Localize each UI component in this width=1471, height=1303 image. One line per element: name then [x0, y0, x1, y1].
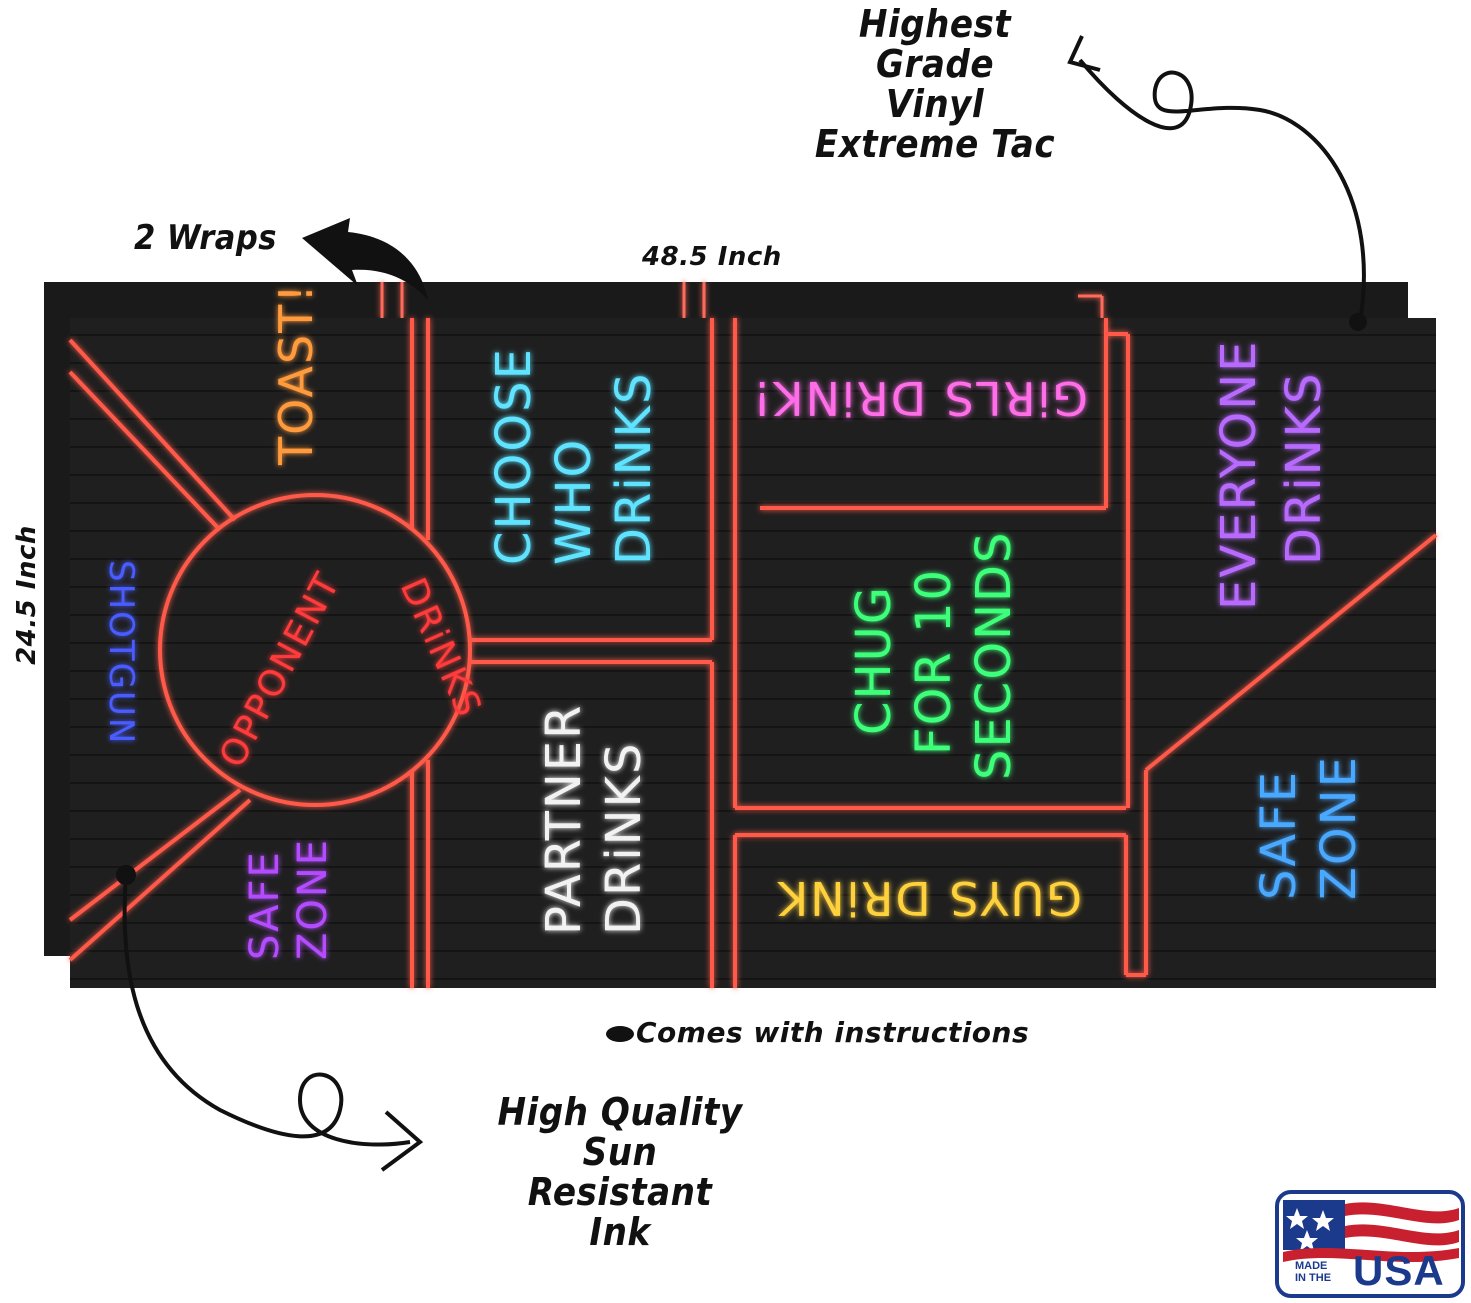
safe-zone-left: SAFE ZONE — [242, 838, 336, 960]
safe-zone-left-line-2: ZONE — [290, 838, 336, 960]
arrows — [116, 35, 1367, 1172]
made-in-line-2: IN THE — [1295, 1272, 1332, 1284]
ink-arrow — [122, 874, 411, 1147]
safe-zone-right: SAFE ZONE — [1251, 755, 1367, 900]
wraps-arrow — [302, 218, 428, 300]
vinyl-callout-line-3: Extreme Tac — [814, 122, 1056, 166]
vinyl-callout-line-1: Highest Grade — [858, 2, 1012, 86]
made-in-usa-badge: MADE IN THE USA — [1275, 1190, 1465, 1298]
usa-flag-icon — [1275, 1190, 1465, 1298]
choose-who-drinks: CHOOSE WHO DRiNKS — [486, 347, 662, 565]
shotgun-label: SHOTGUN — [101, 560, 141, 745]
vinyl-callout-line-2: Vinyl — [885, 82, 985, 126]
made-in-line-1: MADE — [1295, 1260, 1328, 1272]
toast-label: TOAST! — [269, 282, 323, 466]
made-in-text: MADE IN THE — [1295, 1260, 1331, 1284]
instructions-callout: Comes with instructions — [606, 1016, 1029, 1049]
chug-line-1: CHUG — [846, 585, 902, 735]
safe-zone-left-line-1: SAFE — [242, 850, 288, 960]
chug-line-2: FOR 10 — [906, 568, 962, 755]
ink-arrow-head — [380, 1110, 424, 1172]
choose-line-2: WHO — [546, 438, 602, 565]
ink-callout-line-3: Ink — [589, 1210, 651, 1254]
partner-line-1: PARTNER — [536, 704, 592, 935]
usa-text: USA — [1353, 1247, 1445, 1294]
ink-callout-line-2: Sun Resistant — [527, 1130, 713, 1214]
everyone-drinks: EVERYONE DRiNKS — [1211, 340, 1332, 610]
vinyl-callout: Highest Grade Vinyl Extreme Tac — [796, 4, 1075, 164]
choose-line-1: CHOOSE — [486, 347, 542, 565]
safe-zone-right-line-1: SAFE — [1251, 770, 1307, 900]
ink-callout: High Quality Sun Resistant Ink — [485, 1092, 755, 1252]
neon-lines — [68, 318, 1438, 988]
vinyl-arrow-head — [1067, 35, 1101, 72]
partner-drinks: PARTNER DRiNKS — [536, 704, 652, 935]
instructions-text: Comes with instructions — [636, 1016, 1030, 1049]
safe-zone-right-line-2: ZONE — [1311, 755, 1367, 900]
girls-drink-label: GiRLS DRiNK! — [751, 371, 1088, 425]
front-wrap: TOAST! SHOTGUN OPPONENT DRiNKS SAFE ZONE… — [68, 282, 1438, 988]
partner-line-2: DRiNKS — [596, 742, 652, 936]
chug-label: CHUG FOR 10 SECONDS — [846, 531, 1022, 780]
chug-line-3: SECONDS — [966, 531, 1022, 780]
wraps-callout: 2 Wraps — [134, 218, 277, 258]
everyone-line-1: EVERYONE — [1211, 340, 1267, 610]
bullet-icon — [606, 1026, 634, 1042]
length-dimension: 48.5 Inch — [642, 242, 782, 272]
guys-drink-label: GUYS DRiNK — [776, 871, 1082, 925]
choose-line-3: DRiNKS — [606, 372, 662, 566]
everyone-line-2: DRiNKS — [1276, 372, 1332, 566]
vinyl-arrow — [1078, 58, 1366, 323]
ink-arrow-dot — [116, 865, 136, 885]
vinyl-arrow-dot — [1349, 313, 1367, 331]
ink-callout-line-1: High Quality — [497, 1090, 743, 1134]
